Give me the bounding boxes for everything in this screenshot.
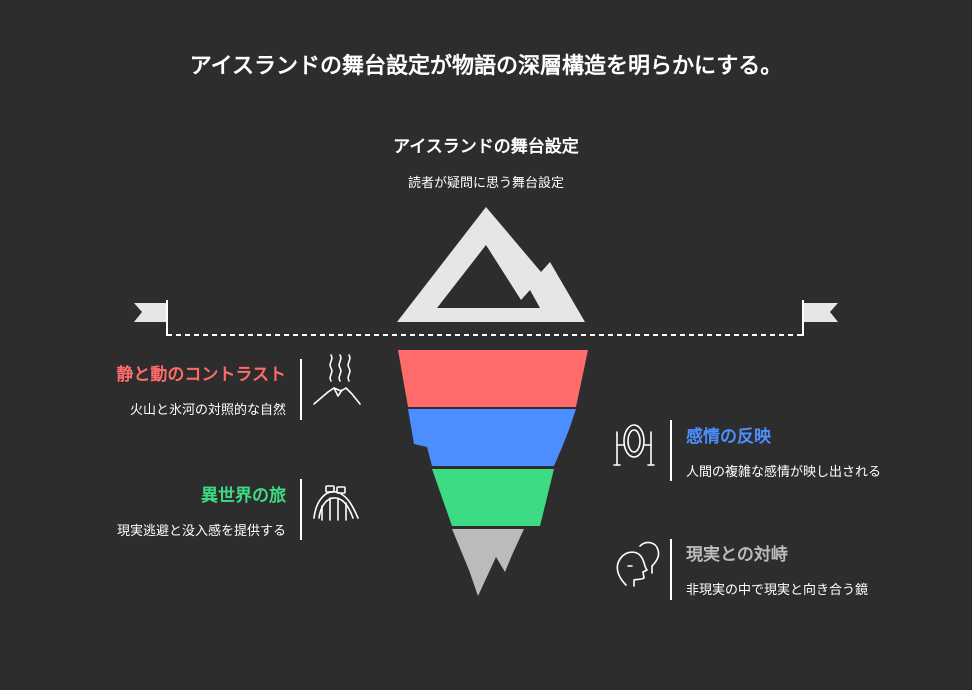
layer-1-band [398, 350, 588, 407]
layer-2-divider [670, 420, 672, 481]
layer-2-band [408, 409, 576, 466]
layer-3-band [432, 469, 554, 526]
layer-4-description: 非現実の中で現実と向き合う鏡 [686, 583, 869, 598]
layer-4-divider [670, 539, 672, 600]
layer-1-description: 火山と氷河の対照的な自然 [129, 403, 286, 418]
layer-3-heading: 異世界の旅 [201, 486, 286, 506]
layer-1-heading: 静と動のコントラスト [116, 365, 286, 385]
layer-4-label: 現実との対峙 非現実の中で現実と向き合う鏡 [686, 540, 868, 598]
mountain-icon [397, 207, 585, 322]
layer-4-band [452, 529, 524, 596]
layer-3-label: 異世界の旅 現実逃避と没入感を提供する [117, 481, 286, 539]
iceberg-tip-heading: アイスランドの舞台設定 [393, 137, 579, 157]
page-title: アイスランドの舞台設定が物語の深層構造を明らかにする。 [189, 54, 783, 79]
layer-3-description: 現実逃避と没入感を提供する [116, 524, 286, 539]
mirror-icon [613, 424, 655, 466]
flag-left-icon [134, 300, 168, 336]
layer-2-description: 人間の複雑な感情が映し出される [686, 465, 882, 480]
layer-2-heading: 感情の反映 [686, 427, 771, 447]
iceberg-tip-subtitle: 読者が疑問に思う舞台設定 [407, 176, 564, 191]
rollercoaster-icon [313, 485, 359, 521]
layer-3-divider [300, 479, 302, 540]
flag-right-icon [802, 300, 838, 336]
layer-4-heading: 現実との対峙 [686, 545, 788, 565]
layer-1-label: 静と動のコントラスト 火山と氷河の対照的な自然 [116, 360, 286, 418]
volcano-icon [313, 354, 361, 405]
faces-icon [616, 541, 660, 587]
layer-2-label: 感情の反映 人間の複雑な感情が映し出される [686, 422, 881, 480]
layer-1-divider [300, 359, 302, 420]
